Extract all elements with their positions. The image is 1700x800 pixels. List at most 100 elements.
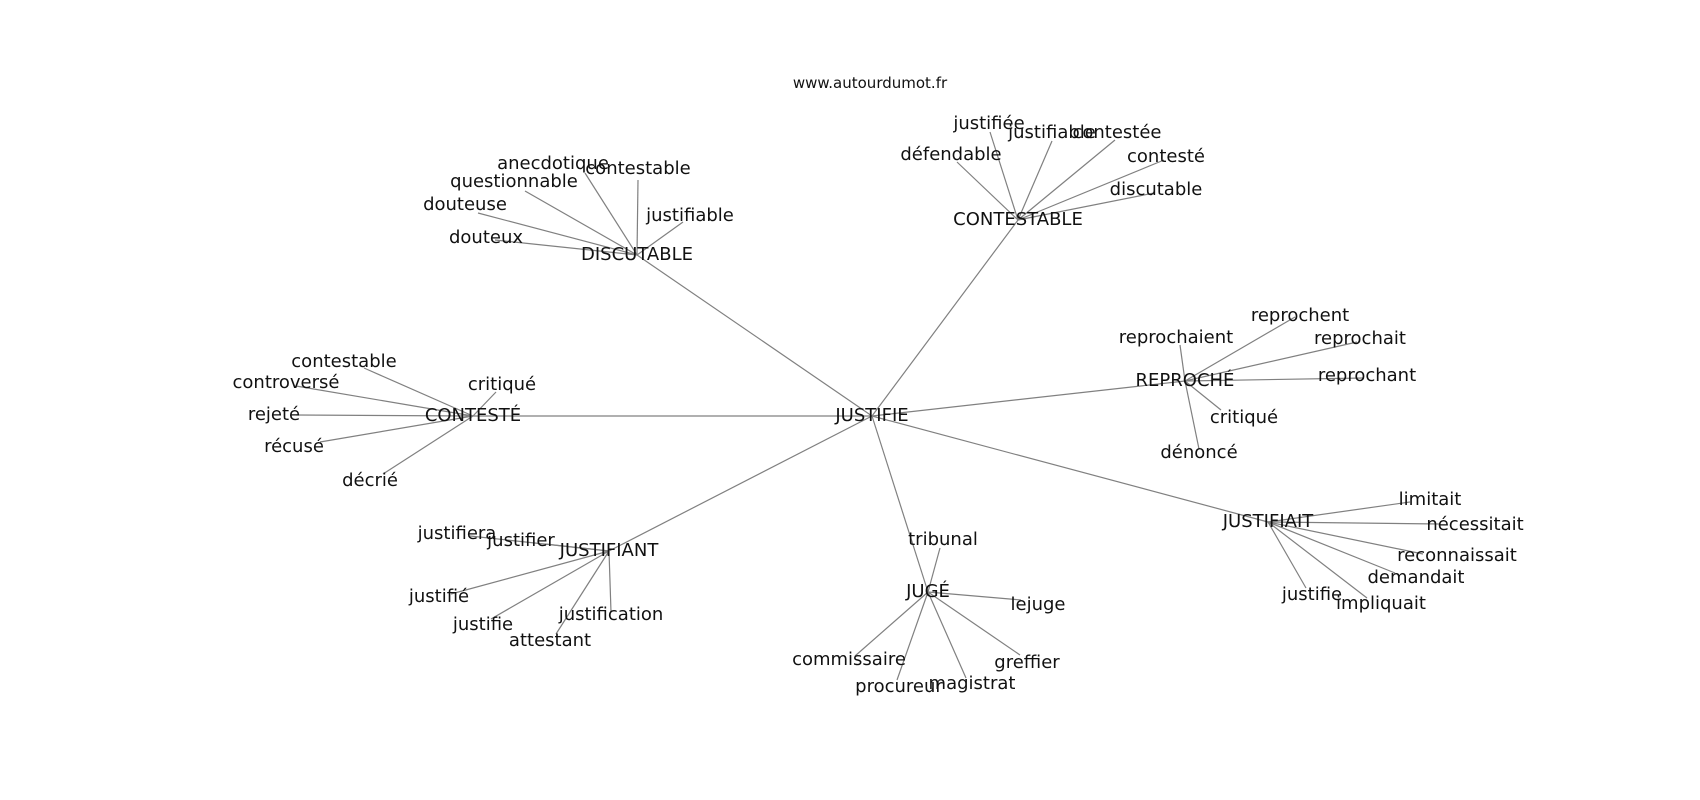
leaf-node: dénoncé	[1160, 442, 1237, 463]
hub-node: REPROCHÉ	[1136, 369, 1235, 391]
leaf-node: douteuse	[423, 194, 507, 215]
leaf-node: greffier	[994, 652, 1060, 673]
hub-node: JUGÉ	[905, 580, 950, 602]
leaf-node: reprochent	[1251, 305, 1349, 326]
leaf-node: justifiable	[645, 205, 734, 226]
edge-justifiait-1	[1267, 521, 1441, 525]
leaf-node: magistrat	[929, 673, 1016, 694]
edge-reproché-3	[1184, 377, 1365, 382]
leaf-node: justifiera	[417, 523, 497, 544]
leaf-node: justifier	[486, 530, 555, 551]
edge-reproché-4	[1184, 380, 1222, 411]
leaf-node: impliquait	[1336, 593, 1426, 614]
leaf-node: justifie	[452, 614, 513, 635]
edge-contesté-5	[382, 415, 474, 475]
edge-contesté-1	[295, 385, 474, 417]
edge-contestable-5	[1017, 192, 1155, 221]
hub-node: CONTESTABLE	[953, 209, 1083, 230]
edge-justifiait-3	[1267, 521, 1396, 574]
edge-layer	[295, 131, 1441, 681]
leaf-node: contestable	[585, 158, 690, 179]
edge-discutable-3	[477, 212, 638, 256]
leaf-node: critiqué	[468, 374, 536, 395]
edge-jugé-4	[896, 591, 929, 681]
hub-node: CONTESTÉ	[425, 404, 521, 426]
leaf-node: contestée	[1072, 122, 1161, 143]
leaf-node: rejeté	[248, 404, 300, 425]
leaf-node: justifiable	[1007, 122, 1096, 143]
edge-jugé-5	[854, 591, 929, 657]
leaf-node: justifié	[408, 586, 469, 607]
leaf-node: lejuge	[1011, 594, 1066, 615]
leaf-node: reprochait	[1314, 328, 1406, 349]
edge-reproché-1	[1179, 344, 1186, 382]
edge-discutable-0	[584, 172, 638, 256]
leaf-node: questionnable	[450, 171, 578, 192]
leaf-node: tribunal	[908, 529, 978, 550]
edge-reproché-0	[1184, 316, 1296, 382]
leaf-node: douteux	[449, 227, 523, 248]
leaf-node: procureur	[855, 676, 943, 697]
leaf-node: demandait	[1368, 567, 1465, 588]
edge-reproché-2	[1184, 341, 1358, 382]
edge-contestable-3	[956, 161, 1019, 221]
hub-node: JUSTIFIANT	[559, 540, 660, 561]
leaf-node: critiqué	[1210, 407, 1278, 428]
edge-root-reproché	[871, 380, 1186, 417]
edge-contesté-4	[472, 391, 497, 417]
edge-discutable-2	[636, 179, 639, 256]
edge-root-contestable	[871, 219, 1019, 417]
leaf-node: nécessitait	[1426, 514, 1523, 535]
edge-root-jugé	[871, 415, 929, 593]
leaf-node: commissaire	[792, 649, 906, 670]
leaf-node: justifie	[1281, 584, 1342, 605]
leaf-node: justification	[558, 604, 664, 625]
leaf-node: contesté	[1127, 146, 1205, 167]
leaf-node: justifiée	[952, 113, 1024, 134]
edge-contestable-1	[1017, 140, 1053, 221]
leaf-node: reprochant	[1318, 365, 1416, 386]
edge-justifiant-4	[608, 550, 612, 613]
edge-jugé-2	[927, 591, 1021, 656]
node-layer: JUSTIFIE DISCUTABLE anecdotiquequestionnab…	[233, 113, 1524, 697]
root-node: JUSTIFIE	[834, 405, 908, 426]
leaf-node: anecdotique	[497, 153, 609, 174]
leaf-node: controversé	[233, 372, 340, 393]
edge-contestable-0	[989, 131, 1019, 221]
leaf-node: décrié	[342, 470, 398, 491]
edge-justifiait-0	[1267, 501, 1411, 523]
edge-justifiait-2	[1267, 521, 1424, 555]
leaf-node: reconnaissait	[1397, 545, 1517, 566]
edge-justifiait-4	[1267, 521, 1307, 589]
leaf-node: limitait	[1399, 489, 1462, 510]
leaf-node: discutable	[1110, 179, 1203, 200]
edge-discutable-5	[494, 239, 638, 256]
edge-justifiant-5	[555, 550, 610, 635]
leaf-node: récusé	[264, 436, 324, 457]
edge-discutable-4	[636, 221, 684, 256]
edge-jugé-3	[927, 591, 967, 679]
edge-reproché-5	[1184, 380, 1200, 450]
edge-contesté-0	[363, 367, 474, 417]
edge-root-discutable	[636, 254, 873, 417]
edge-jugé-0	[927, 547, 941, 593]
leaf-node: attestant	[509, 630, 591, 651]
edge-justifiant-3	[490, 550, 610, 620]
leaf-node: reprochaient	[1119, 327, 1233, 348]
edge-contesté-3	[319, 415, 474, 443]
edge-contesté-2	[295, 414, 474, 417]
edge-justifiait-5	[1267, 521, 1368, 599]
edge-root-justifiant	[608, 415, 873, 552]
edge-discutable-1	[524, 190, 638, 256]
edge-justifiant-2	[450, 550, 610, 595]
edge-root-justifiait	[871, 415, 1269, 523]
edge-contestable-2	[1017, 139, 1116, 221]
hub-node: JUSTIFIAIT	[1222, 511, 1314, 532]
edge-jugé-1	[927, 591, 1022, 601]
leaf-node: contestable	[291, 351, 396, 372]
hub-node: DISCUTABLE	[581, 244, 693, 265]
leaf-node: défendable	[900, 144, 1001, 165]
source-watermark: www.autourdumot.fr	[793, 74, 948, 92]
edge-contestable-4	[1017, 159, 1165, 221]
